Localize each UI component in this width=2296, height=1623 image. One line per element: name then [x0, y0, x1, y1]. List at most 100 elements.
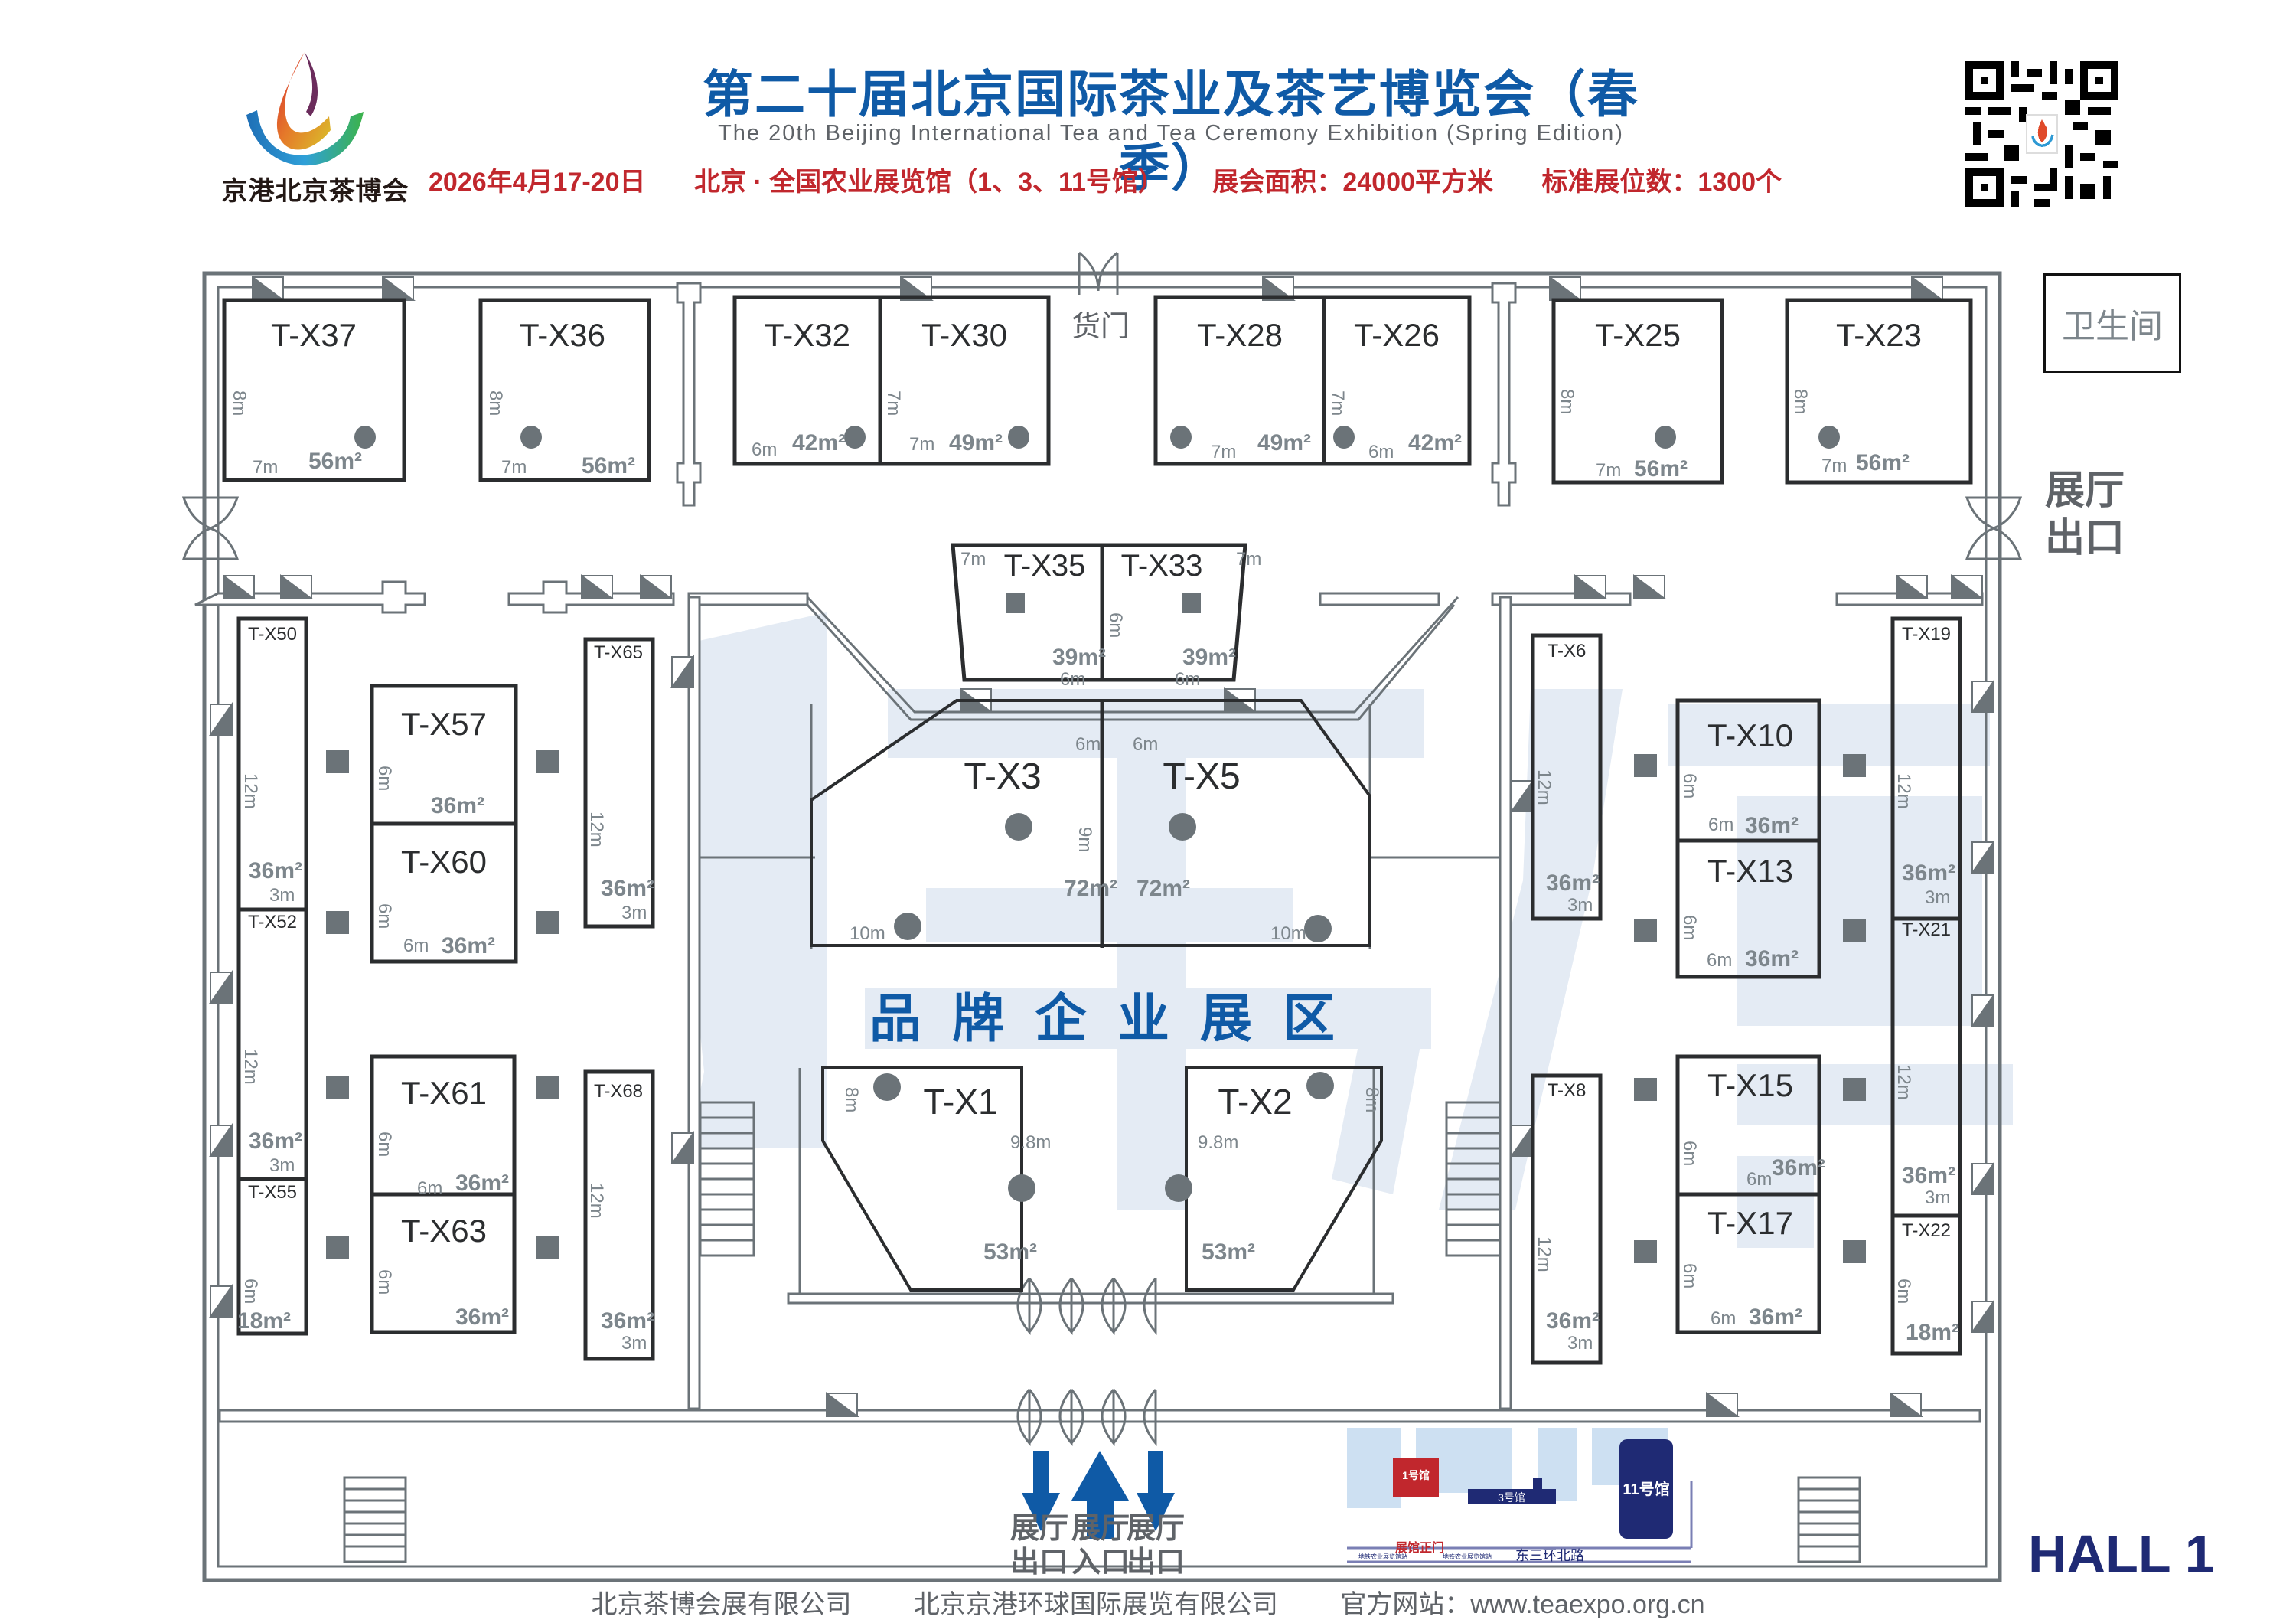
booth-area: 36m² [455, 1171, 509, 1196]
door-label-line: 出口 [1009, 1546, 1068, 1579]
booth-area: 18m² [1906, 1320, 1959, 1345]
event-info: 2026年4月17-20日 北京 · 全国农业展览馆（1、3、11号馆） 展会面… [429, 161, 1959, 198]
left-door-icon[interactable] [181, 496, 240, 560]
booth-depth: 8m [229, 390, 249, 416]
booth-area: 36m² [1902, 1163, 1955, 1188]
door-label-line: 入口 [1071, 1546, 1130, 1579]
booth-label: T-X52 [248, 912, 297, 932]
inset-hall1-label: 1号馆 [1402, 1469, 1430, 1481]
booth-T-X37 [222, 298, 406, 482]
booth-T-X60 [370, 821, 518, 964]
booth-depth: 6m [374, 1269, 395, 1295]
door-label-line: 出口 [1126, 1546, 1185, 1579]
booth-width: 3m [1567, 1333, 1593, 1354]
booth-mid-dim: 9m [1075, 827, 1095, 852]
booth-depth: 12m [586, 1183, 607, 1219]
booth-area: 56m² [308, 449, 362, 474]
freight-door-label: 货门 [1071, 311, 1130, 343]
booth-width: 6m [417, 1178, 442, 1199]
door-label-exit-right: 展厅出口 [1121, 1512, 1190, 1579]
inset-road: 东三环北路 [1515, 1548, 1584, 1563]
footer-website[interactable]: 官方网站：www.teaexpo.org.cn [1340, 1590, 1705, 1619]
booth-T-X25 [1551, 298, 1724, 485]
booth-area: 36m² [601, 876, 654, 901]
zone-title: 品牌企业展区 [869, 990, 1365, 1048]
exit-right-label: 展厅出口 [2045, 469, 2125, 560]
booth-area: 36m² [1546, 870, 1600, 896]
restroom[interactable]: 卫生间 [2043, 273, 2181, 373]
booth-label: T-X21 [1902, 919, 1951, 940]
booth-depth: 6m [1679, 773, 1700, 798]
inset-hall1 [1393, 1458, 1439, 1497]
booth-label: T-X35 [1004, 549, 1086, 583]
booth-width: 9.8m [1198, 1132, 1238, 1153]
booth-width: 6m [1707, 950, 1732, 971]
booth-label: T-X3 [964, 756, 1041, 797]
booth-label: T-X28 [1197, 317, 1283, 353]
square-pillars [326, 593, 1866, 1263]
exit-arrow-left-icon [1022, 1451, 1060, 1531]
booth-width: 6m [1175, 669, 1200, 690]
stairs-icon [343, 1101, 1861, 1563]
booth-T-X3-X5 [810, 699, 1371, 947]
booth-width: 7m [253, 457, 278, 478]
booth-width: 6m [403, 936, 429, 956]
booth-label: T-X55 [248, 1182, 297, 1203]
page-title: 第二十届北京国际茶业及茶艺博览会（春季） [703, 66, 1639, 196]
booth-label: T-X15 [1707, 1067, 1793, 1103]
round-pillars [354, 426, 1840, 1202]
booth-area: 39m² [1052, 645, 1106, 670]
booth-label: T-X5 [1163, 756, 1240, 797]
door-label-exit-left: 展厅出口 [1005, 1512, 1074, 1579]
inset-hall3 [1468, 1489, 1556, 1504]
booth-label: T-X61 [401, 1075, 487, 1111]
booth-width: 7m [1596, 460, 1621, 481]
booth-label: T-X37 [271, 317, 357, 353]
booth-outlines[interactable] [222, 295, 1973, 1365]
right-exit-door-icon[interactable] [1965, 496, 2023, 560]
booth-area: 42m² [1408, 430, 1462, 456]
booth-label: T-X19 [1902, 624, 1951, 645]
booth-area: 42m² [792, 430, 846, 456]
booth-label: T-X60 [401, 844, 487, 880]
event-date: 2026年4月17-20日 [429, 168, 646, 197]
qr-code[interactable] [1965, 61, 2118, 207]
booth-area: 36m² [249, 858, 302, 883]
booth-label: T-X36 [520, 317, 605, 353]
main-entrance-doors[interactable] [1016, 1278, 1157, 1447]
booth-T-X8 [1531, 1073, 1603, 1365]
hall-label: HALL 1 [2028, 1524, 2215, 1584]
booth-area: 36m² [431, 793, 484, 818]
booth-area: 53m² [983, 1239, 1037, 1265]
booth-depth: 7m [883, 390, 904, 416]
inset-hall11-label: 11号馆 [1623, 1480, 1669, 1498]
booth-area: 36m² [1772, 1155, 1825, 1181]
booth-label: T-X65 [594, 642, 643, 663]
event-area: 展会面积：24000平方米 [1212, 168, 1493, 197]
freight-door-icon[interactable] [1078, 251, 1119, 295]
booth-area: 36m² [1745, 946, 1799, 972]
wall-fixtures [252, 276, 1945, 301]
booth-T-X63 [370, 1192, 517, 1334]
booth-width: 6m [1746, 1169, 1772, 1190]
booth-width: 6m [752, 439, 777, 460]
booth-T-X68 [583, 1069, 655, 1361]
booth-label: T-X63 [401, 1213, 487, 1249]
booth-label: T-X13 [1707, 853, 1793, 889]
booth-depth: 12m [586, 812, 607, 847]
booth-depth: 8m [1790, 389, 1811, 414]
booth-depth: 6m [374, 1132, 395, 1157]
entrance-arrow-icon [1071, 1451, 1129, 1539]
booth-T-X33 [1100, 543, 1247, 682]
booth-depth: 6m [1133, 734, 1158, 755]
booth-depth: 8m [1557, 389, 1577, 414]
wall-fixtures-2 [209, 574, 1994, 1417]
booth-T-X55 [236, 1177, 308, 1336]
booth-depth: 8m [1362, 1087, 1382, 1112]
booth-width: 7m [501, 457, 527, 478]
exit-arrow-right-icon [1137, 1451, 1175, 1531]
booth-depth: 8m [841, 1087, 862, 1112]
page-subtitle: The 20th Beijing International Tea and T… [718, 121, 1624, 145]
door-label-line: 展厅 [1009, 1513, 1068, 1545]
